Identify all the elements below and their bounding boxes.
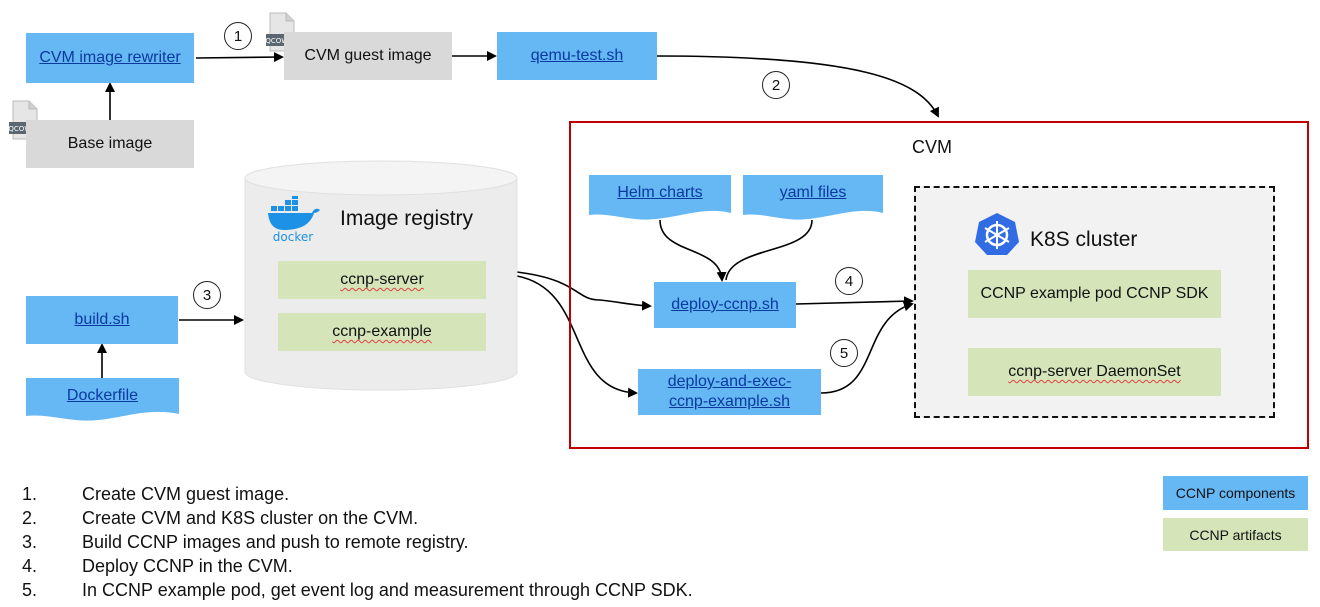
svg-text:QCOW2: QCOW2 [266,37,293,45]
arrow-yaml-to-deploy [725,219,813,281]
arrow-registry-to-deploy-exec [516,275,638,398]
base-image-label: Base image [67,135,153,152]
svg-text:docker: docker [273,230,313,244]
arrow-deploy-to-k8s [795,296,914,307]
cvm-image-rewriter-link[interactable]: CVM image rewriter [39,49,181,66]
k8s-cluster-title: K8S cluster [1030,228,1138,251]
ccnp-server-daemonset-box: ccnp-server DaemonSet [968,348,1221,396]
helm-charts-link[interactable]: Helm charts [617,184,703,201]
ccnp-example-pod-box: CCNP example pod CCNP SDK [968,270,1221,318]
cvm-title: CVM [912,137,952,157]
dockerfile-box[interactable]: Dockerfile [26,386,179,408]
image-registry-title: Image registry [340,207,474,230]
step-marker-4: 4 [835,267,863,295]
arrow-qemu-to-cvm [655,55,939,118]
cvm-image-rewriter-box[interactable]: CVM image rewriter [26,33,194,83]
ccnp-server-daemonset-label: ccnp-server DaemonSet [1008,363,1181,380]
docker-whale-icon: docker [268,196,320,244]
legend-ccnp-components: CCNP components [1163,476,1308,510]
arrow-rewriter-to-guest [195,52,284,63]
step-marker-1: 1 [224,22,252,50]
helm-charts-box[interactable]: Helm charts [589,183,731,205]
yaml-files-box[interactable]: yaml files [743,183,883,205]
cvm-guest-image-box: CVM guest image [284,32,452,80]
deploy-ccnp-box[interactable]: deploy-ccnp.sh [654,282,796,328]
step-marker-5: 5 [830,339,858,367]
build-sh-link[interactable]: build.sh [74,311,130,328]
registry-item-label: ccnp-example [332,323,432,340]
kubernetes-icon [975,213,1019,255]
arrow-registry-to-deploy [516,271,652,311]
step-marker-2: 2 [762,71,790,99]
yaml-files-document-shape [743,175,883,220]
yaml-files-link[interactable]: yaml files [779,184,847,201]
helm-charts-document-shape [589,175,731,220]
deploy-and-exec-link-line1[interactable]: deploy-and-exec- [667,373,792,390]
qemu-test-box[interactable]: qemu-test.sh [497,32,657,80]
registry-item-ccnp-example: ccnp-example [278,313,486,351]
deploy-ccnp-link[interactable]: deploy-ccnp.sh [671,296,779,313]
cvm-frame [569,121,1309,449]
dockerfile-link[interactable]: Dockerfile [66,387,139,404]
step-marker-3: 3 [193,281,221,309]
registry-item-label: ccnp-server [340,271,424,288]
arrow-helm-to-deploy [659,219,727,282]
qemu-test-link[interactable]: qemu-test.sh [530,47,624,64]
build-sh-box[interactable]: build.sh [26,296,178,344]
base-image-box: Base image [26,120,194,168]
svg-text:QCOW2: QCOW2 [9,125,36,133]
dockerfile-document-shape [26,378,179,421]
registry-item-ccnp-server: ccnp-server [278,261,486,299]
ccnp-example-pod-label: CCNP example pod CCNP SDK [980,285,1209,302]
deploy-and-exec-box[interactable]: deploy-and-exec- ccnp-example.sh [638,369,821,415]
deploy-and-exec-link-line2[interactable]: ccnp-example.sh [669,393,790,410]
arrow-deploy-exec-to-k8s [820,301,914,394]
cvm-guest-image-label: CVM guest image [304,47,432,64]
legend-ccnp-artifacts: CCNP artifacts [1163,518,1308,551]
